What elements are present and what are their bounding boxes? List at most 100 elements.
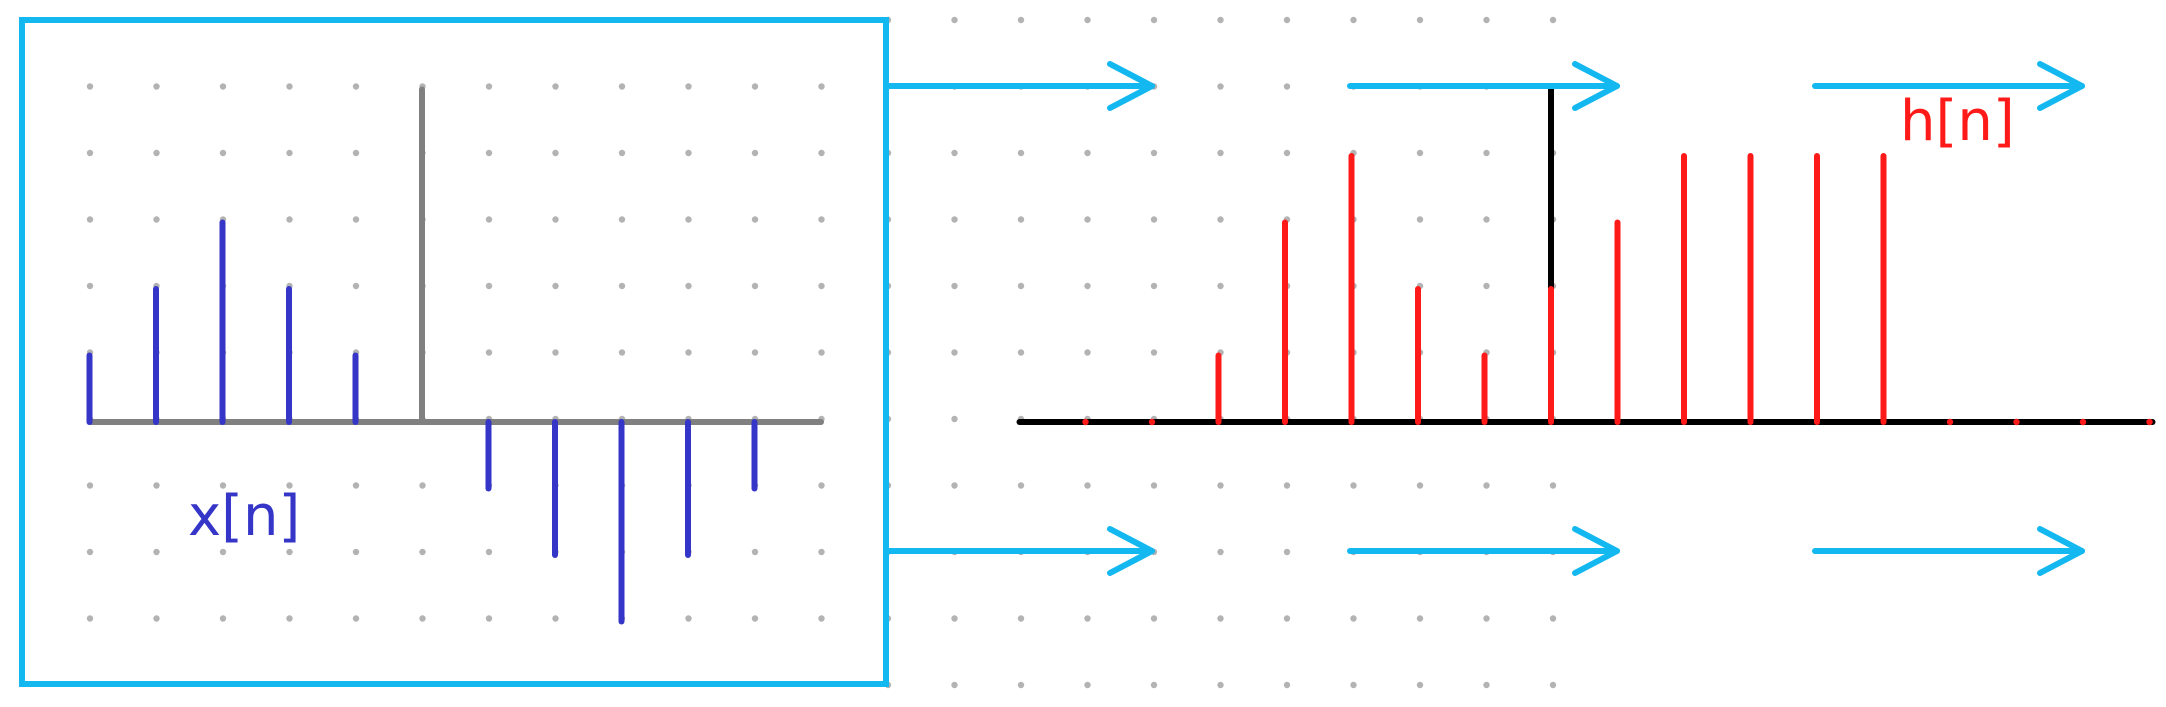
grid-dot bbox=[419, 548, 426, 556]
grid-dot bbox=[751, 548, 759, 556]
input-signal-label: x[n] bbox=[188, 484, 300, 549]
grid-dot bbox=[1350, 615, 1357, 622]
flow-arrow bbox=[1347, 526, 1620, 576]
grid-dot bbox=[1283, 615, 1291, 622]
grid-dot bbox=[1549, 615, 1557, 622]
grid-dot bbox=[618, 83, 626, 90]
grid-dot bbox=[951, 615, 958, 622]
grid-dot bbox=[751, 83, 759, 90]
grid-dot bbox=[153, 548, 160, 556]
grid-dot bbox=[951, 349, 958, 356]
grid-dot bbox=[286, 83, 293, 90]
grid-dot bbox=[86, 83, 94, 90]
grid-dot bbox=[86, 615, 94, 622]
grid-dot bbox=[1283, 16, 1291, 24]
grid-dot bbox=[352, 216, 360, 223]
grid-dot bbox=[818, 216, 825, 223]
grid-dot bbox=[286, 149, 293, 157]
grid-dot bbox=[1217, 615, 1224, 622]
grid-dot bbox=[1416, 681, 1424, 689]
grid-dot bbox=[219, 83, 227, 90]
grid-dot bbox=[1483, 615, 1490, 622]
grid-dot bbox=[1350, 482, 1357, 489]
grid-dot bbox=[286, 548, 293, 556]
grid-dot bbox=[1416, 482, 1424, 489]
grid-dot bbox=[1150, 16, 1158, 24]
grid-dot bbox=[951, 149, 958, 157]
grid-dot bbox=[1350, 16, 1357, 24]
grid-dot bbox=[818, 548, 825, 556]
grid-dot bbox=[1017, 149, 1025, 157]
grid-dot bbox=[751, 349, 759, 356]
grid-dot bbox=[751, 149, 759, 157]
grid-dot bbox=[153, 216, 160, 223]
grid-dot bbox=[1084, 681, 1091, 689]
grid-dot bbox=[552, 615, 559, 622]
grid-dot bbox=[552, 282, 559, 290]
grid-dot bbox=[86, 149, 94, 157]
grid-dot bbox=[751, 615, 759, 622]
grid-dot bbox=[552, 349, 559, 356]
grid-dot bbox=[818, 482, 825, 489]
grid-dot bbox=[286, 615, 293, 622]
grid-dot bbox=[1150, 149, 1158, 157]
flow-arrow bbox=[1347, 61, 1620, 111]
grid-dot bbox=[1483, 149, 1490, 157]
grid-dot bbox=[818, 149, 825, 157]
grid-dot bbox=[352, 149, 360, 157]
grid-dot bbox=[86, 482, 94, 489]
grid-dot bbox=[1017, 282, 1025, 290]
grid-dot bbox=[1416, 149, 1424, 157]
flow-arrow bbox=[883, 61, 1155, 111]
grid-dot bbox=[1017, 216, 1025, 223]
grid-dot bbox=[153, 482, 160, 489]
grid-dot bbox=[86, 282, 94, 290]
grid-dot bbox=[1483, 482, 1490, 489]
response-zero-point bbox=[1082, 418, 1089, 426]
flow-arrow bbox=[1812, 526, 2085, 576]
response-zero-point bbox=[1148, 418, 1156, 426]
grid-dot bbox=[485, 216, 493, 223]
grid-dot bbox=[685, 83, 692, 90]
grid-dot bbox=[552, 216, 559, 223]
input-signal-frame bbox=[19, 17, 889, 687]
grid-dot bbox=[818, 615, 825, 622]
flow-arrows bbox=[883, 61, 2085, 576]
grid-dot bbox=[751, 282, 759, 290]
grid-dot bbox=[1483, 681, 1490, 689]
grid-dot bbox=[1483, 16, 1490, 24]
grid-dot bbox=[1084, 149, 1091, 157]
grid-dot bbox=[1483, 216, 1490, 223]
grid-dot bbox=[951, 482, 958, 489]
grid-dot bbox=[1416, 16, 1424, 24]
grid-dot bbox=[685, 615, 692, 622]
grid-dot bbox=[951, 681, 958, 689]
grid-dot bbox=[1217, 681, 1224, 689]
grid-dot bbox=[1150, 216, 1158, 223]
grid-dot bbox=[1217, 282, 1224, 290]
grid-dot bbox=[1217, 482, 1224, 489]
grid-dot bbox=[685, 149, 692, 157]
grid-dot bbox=[219, 149, 227, 157]
grid-dot bbox=[485, 615, 493, 622]
grid-dot bbox=[552, 83, 559, 90]
grid-dot bbox=[618, 349, 626, 356]
response-zero-point bbox=[2013, 418, 2020, 426]
grid-dot bbox=[352, 482, 360, 489]
dot-grid bbox=[86, 16, 1557, 689]
impulse-response-plot bbox=[1016, 86, 2156, 426]
grid-dot bbox=[951, 216, 958, 223]
grid-dot bbox=[751, 216, 759, 223]
grid-dot bbox=[1283, 149, 1291, 157]
grid-dot bbox=[352, 282, 360, 290]
grid-dot bbox=[86, 548, 94, 556]
grid-dot bbox=[1084, 282, 1091, 290]
grid-dot bbox=[485, 83, 493, 90]
grid-dot bbox=[1350, 681, 1357, 689]
grid-dot bbox=[86, 216, 94, 223]
grid-dot bbox=[352, 83, 360, 90]
grid-dot bbox=[1017, 615, 1025, 622]
grid-dot bbox=[552, 149, 559, 157]
grid-dot bbox=[951, 282, 958, 290]
